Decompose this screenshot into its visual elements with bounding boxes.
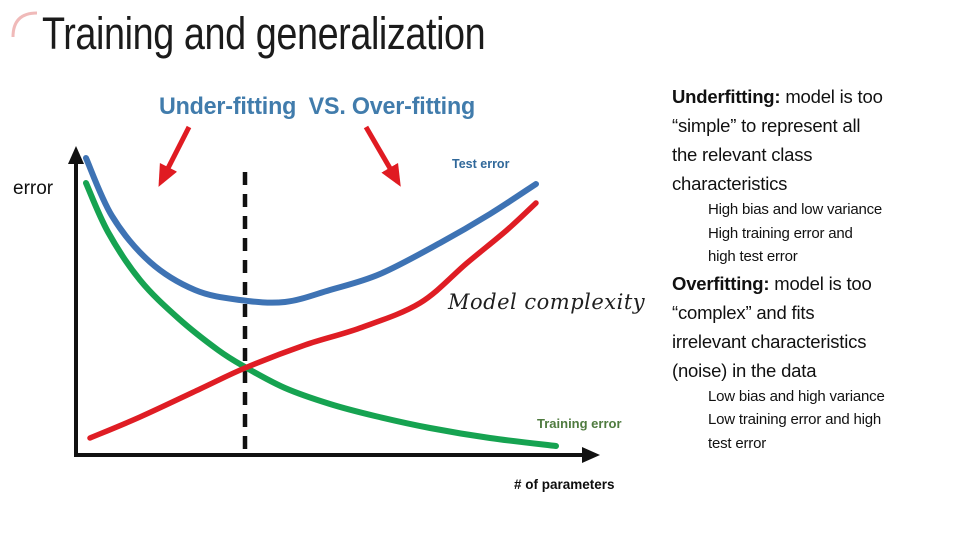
corner-decoration — [11, 11, 38, 38]
model-complexity-label: Model complexity — [448, 290, 646, 314]
text-line: “simple” to represent all — [672, 115, 861, 136]
text-line: Low bias and high variance — [708, 387, 885, 405]
rising-error-curve — [87, 200, 539, 441]
text-line: characteristics — [672, 173, 788, 194]
y-axis-label: error — [13, 178, 54, 199]
underfitting-paragraph: Underfitting: model is too “simple” to r… — [672, 82, 960, 198]
text-line: test error — [708, 434, 767, 452]
training-error-label: Training error — [537, 416, 622, 431]
text-line: irrelevant characteristics — [672, 330, 867, 352]
text-line: “complex” and fits — [672, 301, 815, 323]
text-line: the relevant class — [672, 144, 813, 165]
underfitting-term: Underfitting: — [672, 86, 781, 107]
training-error-curve — [83, 180, 559, 449]
definitions-panel: Underfitting: model is too “simple” to r… — [672, 82, 960, 455]
underfitting-body-lines: “simple” to represent all the relevant cl… — [672, 111, 960, 198]
text-line: High training error and — [708, 224, 853, 242]
slide-title: Training and generalization — [42, 8, 486, 59]
underfitting-first-line: Underfitting: model is too — [672, 82, 960, 111]
overfitting-first-line: Overfitting: model is too — [672, 269, 960, 298]
underfitting-first-line-rest: model is too — [780, 86, 883, 107]
y-axis-arrow-icon — [68, 146, 84, 164]
overfitting-body-lines: “complex” and fits irrelevant characteris… — [672, 298, 960, 385]
test-error-label: Test error — [452, 157, 510, 171]
underfitting-arrow — [158, 125, 192, 187]
overfitting-arrow — [363, 125, 401, 187]
vs-heading: Under-fitting VS. Over-fitting — [159, 93, 476, 120]
overfitting-first-line-rest: model is too — [769, 272, 872, 294]
x-axis-arrow-icon — [582, 447, 600, 463]
overfitting-paragraph: Overfitting: model is too “complex” and … — [672, 269, 960, 385]
overfitting-term: Overfitting: — [672, 272, 770, 294]
x-axis-label: # of parameters — [514, 477, 615, 492]
text-line: Low training error and high — [708, 411, 882, 428]
text-line: (noise) in the data — [672, 359, 817, 381]
test-error-curve — [83, 155, 539, 306]
text-line: high test error — [708, 248, 798, 265]
text-line: High bias and low variance — [708, 201, 883, 218]
